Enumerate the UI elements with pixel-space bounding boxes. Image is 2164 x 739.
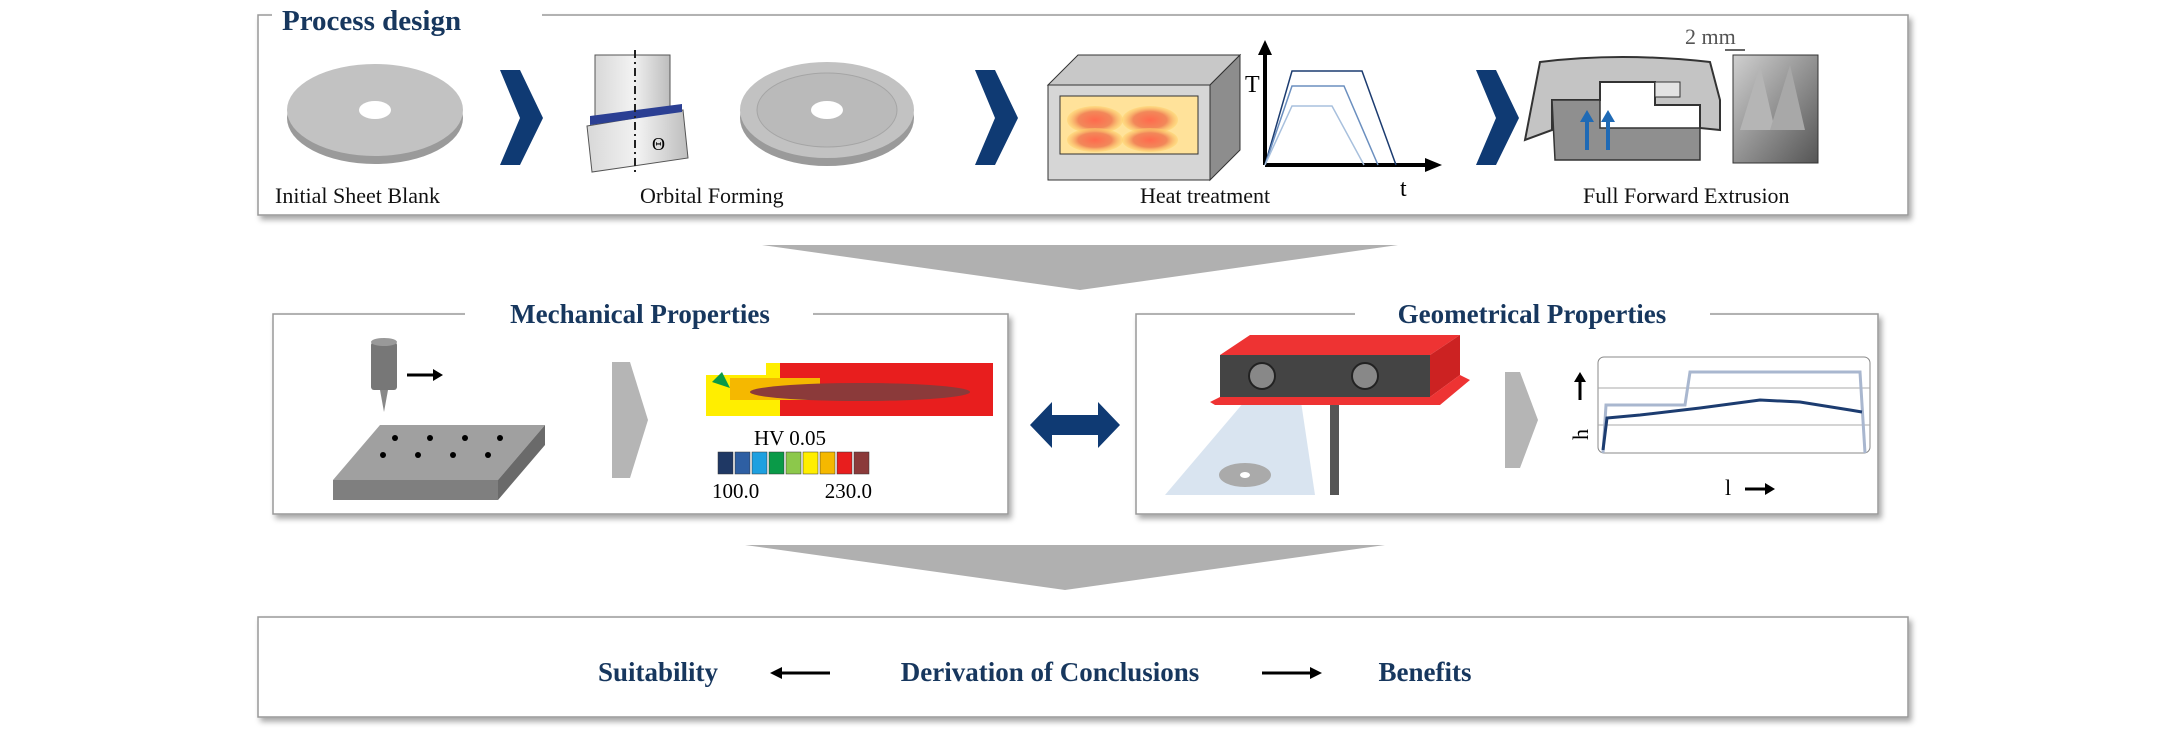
hardness-colorbar [717,451,870,475]
sheet-blank-icon [287,64,463,164]
colorbar-swatch [819,451,836,475]
suitability-label: Suitability [598,657,719,687]
down-chevron-arrow [745,545,1385,590]
step-label-heat-treatment: Heat treatment [1140,183,1270,208]
angle-symbol: Θ [652,134,665,154]
colorbar-swatch [853,451,870,475]
chevron-right-icon [1476,70,1519,165]
colorbar-swatch [751,451,768,475]
hardness-map [706,363,993,416]
colorbar-min-label: 100.0 [712,479,759,503]
down-chevron-arrow [762,245,1398,290]
colorbar-title: HV 0.05 [754,426,826,450]
furnace-icon [1046,53,1242,182]
colorbar-swatch [717,451,734,475]
colorbar-swatch [836,451,853,475]
chevron-right-icon [500,70,543,165]
extrusion-die-icon [1523,56,1721,161]
y-axis-label-T: T [1245,72,1260,98]
height-profile-graph: h l [1568,356,1871,500]
right-gray-arrow [612,362,648,478]
temperature-time-graph: T t [1245,40,1442,202]
conclusions-panel: Suitability Derivation of Conclusions Be… [257,616,1909,718]
mechanical-properties-panel: Mechanical Properties HV 0.05 [272,298,1009,515]
colorbar-swatch [802,451,819,475]
step-label-orbital-forming: Orbital Forming [640,183,784,208]
3d-scanner-icon [1165,335,1470,495]
geometrical-properties-panel: Geometrical Properties h l [1135,298,1879,515]
y-axis-label-h: h [1568,429,1593,440]
chevron-right-icon [975,70,1018,165]
formed-blank-icon [740,62,914,166]
arrow-left-icon [770,667,782,679]
mechanical-properties-title: Mechanical Properties [510,299,770,329]
indenter-icon [371,338,443,412]
right-gray-arrow [1505,372,1538,468]
bidirectional-arrow-icon [1030,402,1120,448]
specimen-with-indents-icon [333,425,545,500]
x-axis-label-t: t [1400,176,1407,202]
colorbar-max-label: 230.0 [825,479,872,503]
colorbar-swatch [734,451,751,475]
scale-bar-label: 2 mm [1685,24,1736,49]
derivation-of-conclusions-label: Derivation of Conclusions [901,657,1200,687]
extruded-teeth-micrograph: 2 mm [1685,24,1819,164]
arrow-right-icon [1310,667,1322,679]
benefits-label: Benefits [1379,657,1472,687]
x-axis-label-l: l [1725,475,1731,500]
colorbar-swatch [785,451,802,475]
colorbar-swatch [768,451,785,475]
process-design-panel: Process design Initial Sheet Blank Θ Orb… [257,2,1909,216]
step-label-initial-sheet-blank: Initial Sheet Blank [275,183,440,208]
geometrical-properties-title: Geometrical Properties [1398,299,1667,329]
step-label-full-forward-extrusion: Full Forward Extrusion [1583,183,1790,208]
process-design-title: Process design [282,5,461,37]
orbital-forming-tool-icon: Θ [586,50,689,173]
